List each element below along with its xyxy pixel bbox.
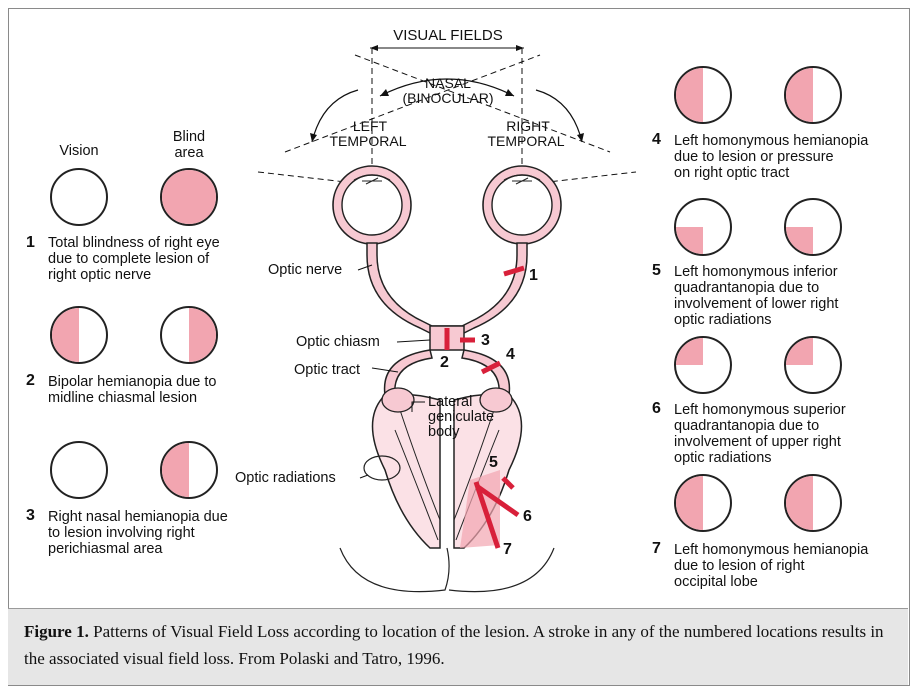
field-vision-2 xyxy=(50,306,108,364)
left-label: LEFT xyxy=(353,118,388,134)
field-left-6 xyxy=(674,336,732,394)
item-4-number: 4 xyxy=(652,131,661,149)
field-left-5 xyxy=(674,198,732,256)
nasal-label: NASAL xyxy=(425,75,471,91)
item-1-number: 1 xyxy=(26,234,35,252)
optic-nerve-label: Optic nerve xyxy=(268,262,342,278)
item-5-number: 5 xyxy=(652,262,661,280)
blind-column-header-2: area xyxy=(158,145,220,161)
figure-caption: Figure 1. Patterns of Visual Field Loss … xyxy=(24,618,894,672)
lateral-geniculate-label-2: geniculate xyxy=(428,409,494,425)
item-2-number: 2 xyxy=(26,372,35,390)
item-5-description: Left homonymous inferior quadrantanopia … xyxy=(674,264,838,328)
item-4-description: Left homonymous hemianopia due to lesion… xyxy=(674,133,868,181)
field-right-7 xyxy=(784,474,842,532)
lateral-geniculate-label-3: body xyxy=(428,424,459,440)
binocular-label: (BINOCULAR) xyxy=(402,90,493,106)
optic-chiasm-label: Optic chiasm xyxy=(296,334,380,350)
item-6-description: Left homonymous superior quadrantanopia … xyxy=(674,402,846,466)
field-right-6 xyxy=(784,336,842,394)
field-blind-3 xyxy=(160,441,218,499)
left-eye xyxy=(333,166,411,244)
field-left-4 xyxy=(674,66,732,124)
optic-tract-label: Optic tract xyxy=(294,362,360,378)
blind-column-header-1: Blind xyxy=(158,129,220,145)
optic-pathway xyxy=(367,243,527,334)
optic-radiations-label: Optic radiations xyxy=(235,470,336,486)
item-3-number: 3 xyxy=(26,507,35,525)
right-label: RIGHT xyxy=(506,118,550,134)
item-6-number: 6 xyxy=(652,400,661,418)
left-temporal-label: TEMPORAL xyxy=(329,133,406,149)
vision-column-header: Vision xyxy=(48,143,110,159)
right-eye xyxy=(483,166,561,244)
item-7-number: 7 xyxy=(652,540,661,558)
item-3-description: Right nasal hemianopia due to lesion inv… xyxy=(48,509,228,557)
item-1-description: Total blindness of right eye due to comp… xyxy=(48,235,220,283)
field-right-5 xyxy=(784,198,842,256)
field-left-7 xyxy=(674,474,732,532)
lesion-5-bar xyxy=(503,478,513,488)
field-blind-2 xyxy=(160,306,218,364)
lesion-number-3: 3 xyxy=(481,332,490,349)
field-right-4 xyxy=(784,66,842,124)
lateral-geniculate-label-1: Lateral xyxy=(428,394,472,410)
field-vision-3 xyxy=(50,441,108,499)
field-vision-1 xyxy=(50,168,108,226)
lesion-number-5: 5 xyxy=(489,454,498,471)
field-blind-1 xyxy=(160,168,218,226)
lesion-number-4: 4 xyxy=(506,346,515,363)
item-7-description: Left homonymous hemianopia due to lesion… xyxy=(674,542,868,590)
item-2-description: Bipolar hemianopia due to midline chiasm… xyxy=(48,374,216,406)
lesion-number-7: 7 xyxy=(503,541,512,558)
caption-text: Patterns of Visual Field Loss according … xyxy=(24,622,884,668)
lesion-number-6: 6 xyxy=(523,508,532,525)
caption-label: Figure 1. xyxy=(24,622,89,641)
right-temporal-label: TEMPORAL xyxy=(487,133,564,149)
lesion-number-2: 2 xyxy=(440,354,449,371)
lesion-number-1: 1 xyxy=(529,267,538,284)
visual-fields-title: VISUAL FIELDS xyxy=(393,27,502,44)
